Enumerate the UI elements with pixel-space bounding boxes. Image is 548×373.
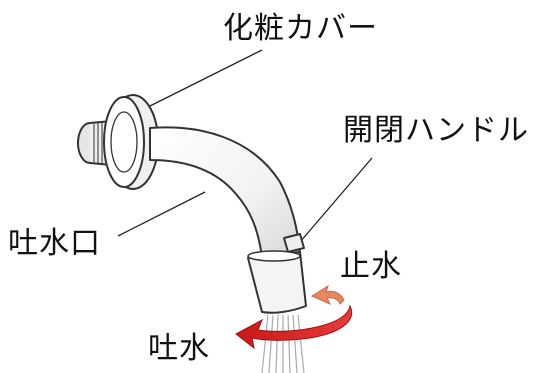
outlet-nozzle	[247, 251, 307, 314]
decorative-cover	[103, 94, 159, 190]
stop-arrow	[310, 284, 345, 306]
leader-lines	[117, 49, 373, 243]
label-stop-water: 止水	[340, 249, 402, 284]
spout-pipe	[149, 126, 301, 258]
label-decorative-cover: 化粧カバー	[223, 11, 378, 46]
flow-arrow	[235, 304, 353, 350]
label-handle: 開閉ハンドル	[343, 113, 529, 148]
water-stream	[261, 314, 305, 373]
leader-line-cover	[147, 49, 263, 108]
faucet	[77, 94, 307, 314]
leader-line-handle	[299, 157, 373, 243]
label-discharge-water: 吐水	[148, 331, 210, 366]
handle-lever	[283, 233, 305, 253]
leader-line-outlet	[117, 191, 206, 237]
label-outlet: 吐水口	[8, 226, 101, 261]
